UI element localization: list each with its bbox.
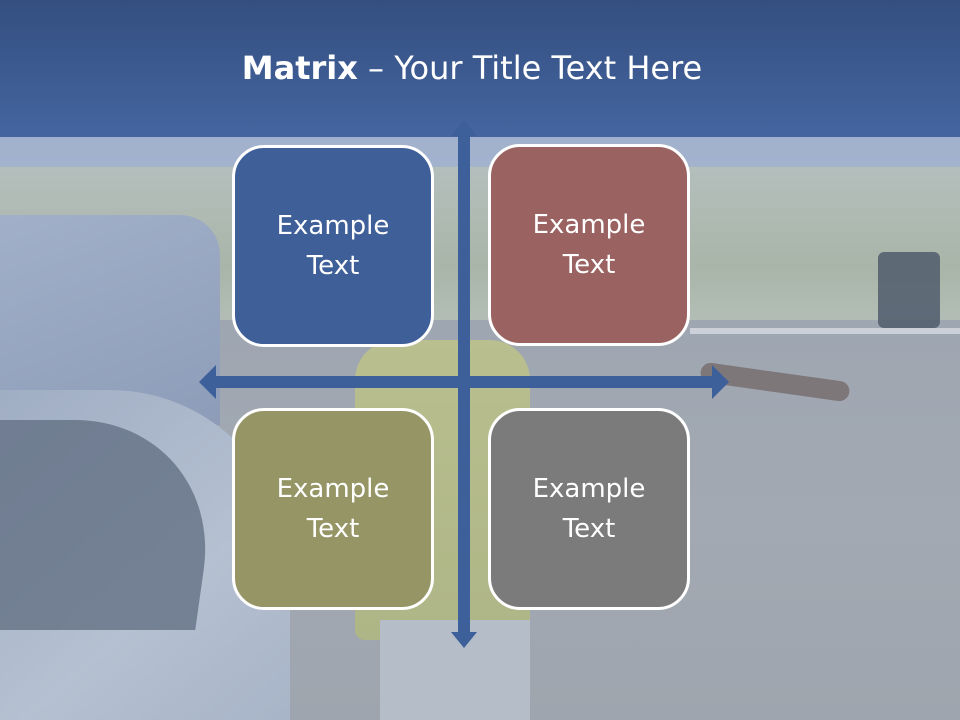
slide-title: Matrix – Your Title Text Here	[0, 48, 944, 88]
horizontal-axis-arrow	[199, 365, 729, 399]
box-label: Example Text	[276, 211, 390, 281]
title-rest: – Your Title Text Here	[357, 49, 703, 87]
background-tractor	[878, 252, 940, 328]
box-label: Example Text	[532, 210, 646, 280]
matrix-box-top-left[interactable]: Example Text	[232, 145, 434, 347]
box-label: Example Text	[276, 474, 390, 544]
matrix-box-bottom-left[interactable]: Example Text	[232, 408, 434, 610]
title-bar: Matrix – Your Title Text Here	[0, 0, 960, 137]
box-label: Example Text	[532, 474, 646, 544]
matrix-box-top-right[interactable]: Example Text	[488, 144, 690, 346]
title-bold: Matrix	[241, 49, 358, 87]
header-shadow-band	[0, 137, 960, 167]
matrix-box-bottom-right[interactable]: Example Text	[488, 408, 690, 610]
background-road-edge	[690, 328, 960, 334]
